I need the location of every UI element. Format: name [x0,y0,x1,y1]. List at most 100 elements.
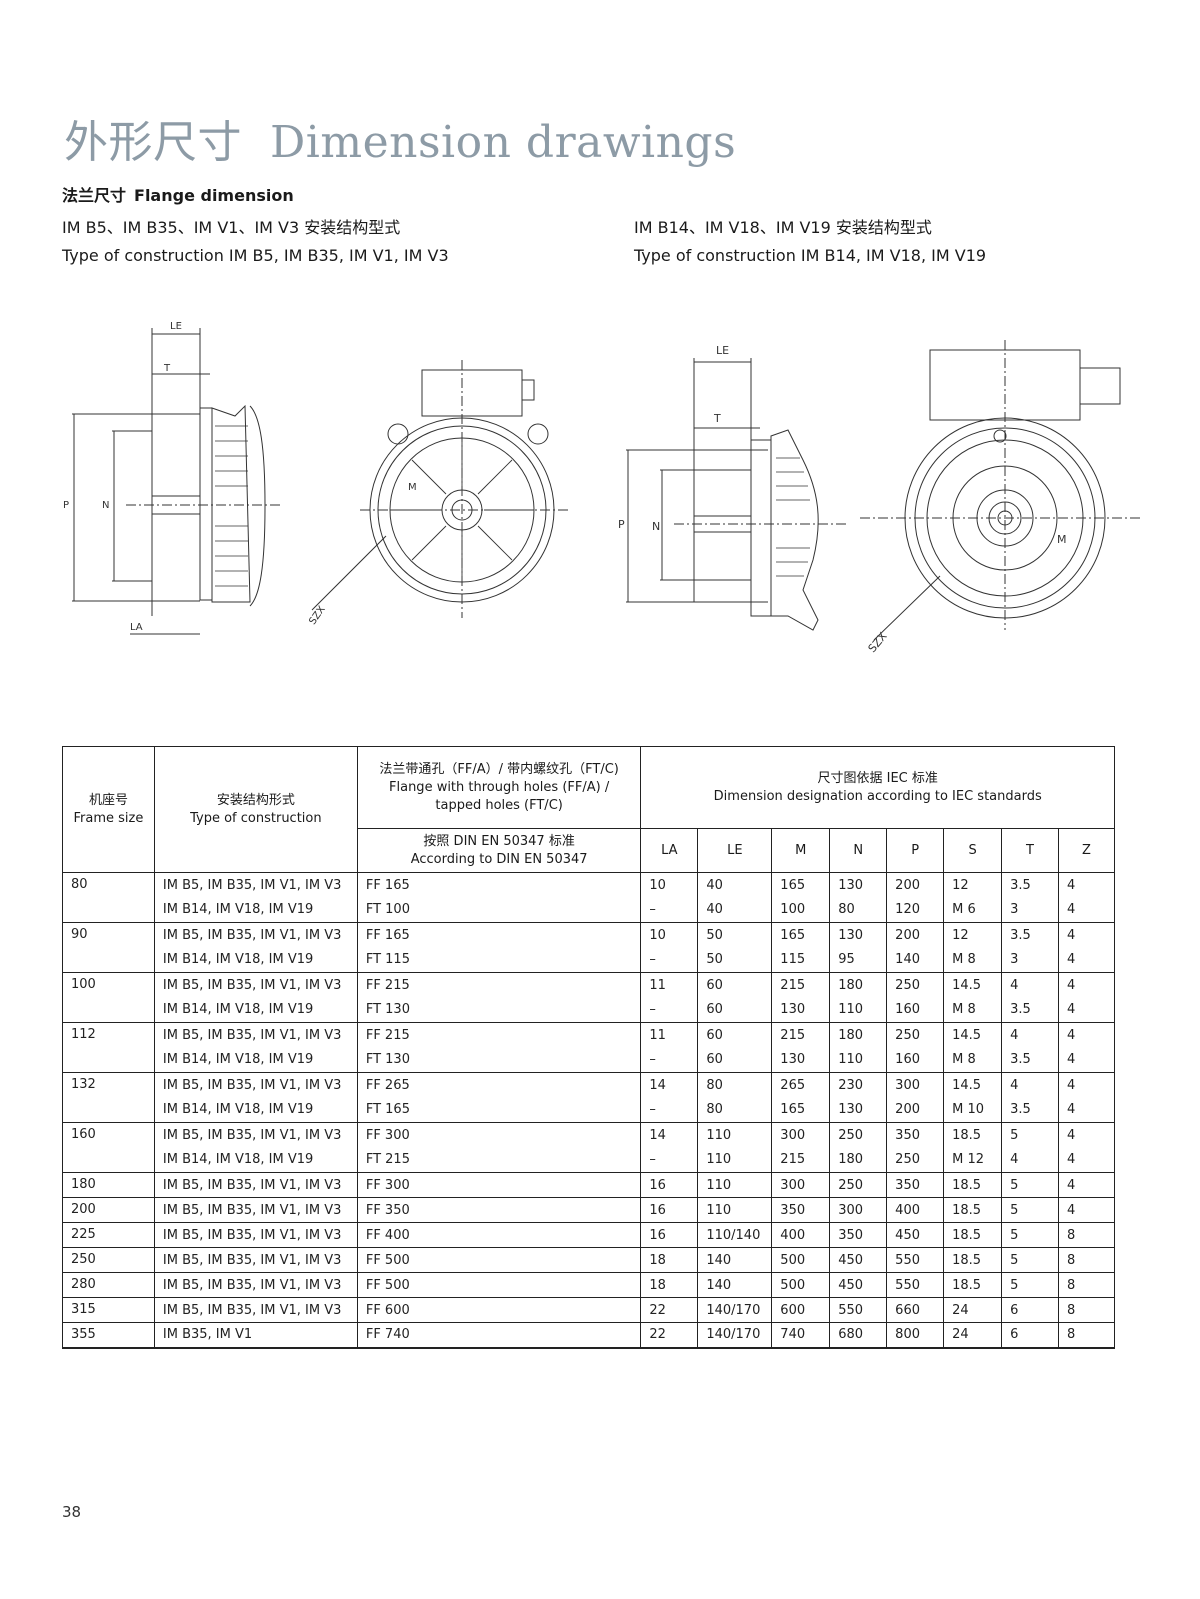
cell-p: 250 [886,1022,945,1048]
cell-m: 740 [771,1322,831,1349]
cell-t: 6 [1001,1322,1059,1349]
cell-n: 80 [829,897,888,923]
cell-flange: FF 215 [356,972,642,998]
cell-z: 4 [1058,997,1115,1023]
cell-t: 3 [1001,897,1059,923]
cell-s: 18.5 [943,1197,1003,1223]
cell-p: 550 [886,1272,945,1298]
cell-n: 680 [829,1322,888,1349]
cell-construction-type: IM B14, IM V18, IM V19 [153,947,358,973]
cell-z: 4 [1058,1197,1115,1223]
cell-le: 80 [697,1072,773,1098]
cell-construction-type: IM B5, IM B35, IM V1, IM V3 [153,872,358,898]
cell-n: 180 [829,1147,888,1173]
header-iec-designation: 尺寸图依据 IEC 标准 Dimension designation accor… [640,746,1115,829]
header-col-m: M [771,828,831,873]
cell-t: 5 [1001,1172,1059,1198]
cell-m: 600 [771,1297,831,1323]
cell-s: 12 [943,922,1003,948]
cell-construction-type: IM B5, IM B35, IM V1, IM V3 [153,1222,358,1248]
cell-le: 80 [697,1097,773,1123]
cell-construction-type: IM B14, IM V18, IM V19 [153,897,358,923]
cell-n: 130 [829,872,888,898]
cell-flange: FF 165 [356,872,642,898]
cell-n: 450 [829,1272,888,1298]
label-la: LA [130,622,143,633]
cell-p: 160 [886,997,945,1023]
cell-construction-type: IM B5, IM B35, IM V1, IM V3 [153,972,358,998]
drawing-b5-front-view: M SZX [300,360,580,650]
cell-p: 550 [886,1247,945,1273]
cell-m: 130 [771,997,831,1023]
cell-m: 215 [771,1147,831,1173]
cell-s: 14.5 [943,972,1003,998]
cell-frame-size: 355 [62,1322,155,1349]
cell-p: 450 [886,1222,945,1248]
cell-construction-type: IM B14, IM V18, IM V19 [153,997,358,1023]
header-col-la: LA [640,828,699,873]
header-col-le: LE [697,828,773,873]
cell-m: 215 [771,972,831,998]
cell-le: 60 [697,997,773,1023]
label-szx: SZX [307,604,328,627]
cell-z: 4 [1058,1072,1115,1098]
label-t: T [713,412,721,425]
cell-le: 40 [697,897,773,923]
cell-t: 3.5 [1001,1047,1059,1073]
cell-t: 5 [1001,1247,1059,1273]
label-n: N [102,500,109,511]
cell-m: 165 [771,872,831,898]
label-p: P [618,518,625,531]
cell-s: 24 [943,1322,1003,1349]
cell-la: 11 [640,972,699,998]
cell-frame-size: 250 [62,1247,155,1273]
cell-t: 3.5 [1001,872,1059,898]
cell-z: 4 [1058,1147,1115,1173]
cell-z: 8 [1058,1222,1115,1248]
cell-construction-type: IM B5, IM B35, IM V1, IM V3 [153,922,358,948]
cell-p: 140 [886,947,945,973]
construction-left-en: Type of construction IM B5, IM B35, IM V… [62,246,449,265]
cell-s: M 12 [943,1147,1003,1173]
cell-p: 400 [886,1197,945,1223]
cell-n: 230 [829,1072,888,1098]
cell-construction-type: IM B5, IM B35, IM V1, IM V3 [153,1022,358,1048]
cell-flange: FF 300 [356,1122,642,1148]
cell-n: 130 [829,922,888,948]
cell-t: 3.5 [1001,997,1059,1023]
cell-frame-size: 80 [62,872,155,923]
cell-m: 130 [771,1047,831,1073]
header-flange: 法兰带通孔（FF/A）/ 带内螺纹孔（FT/C) Flange with thr… [356,746,642,829]
cell-flange: FT 130 [356,1047,642,1073]
cell-z: 4 [1058,1122,1115,1148]
cell-flange: FF 350 [356,1197,642,1223]
label-n: N [652,520,660,533]
cell-s: M 8 [943,1047,1003,1073]
cell-t: 5 [1001,1197,1059,1223]
cell-m: 350 [771,1197,831,1223]
cell-z: 4 [1058,1047,1115,1073]
cell-t: 4 [1001,1022,1059,1048]
cell-flange: FT 165 [356,1097,642,1123]
cell-construction-type: IM B14, IM V18, IM V19 [153,1047,358,1073]
cell-s: 18.5 [943,1272,1003,1298]
cell-la: – [640,1047,699,1073]
drawing-b14-front-view: M SZX [860,340,1140,660]
cell-s: 14.5 [943,1072,1003,1098]
cell-z: 8 [1058,1297,1115,1323]
cell-z: 4 [1058,922,1115,948]
cell-s: M 10 [943,1097,1003,1123]
cell-n: 250 [829,1122,888,1148]
cell-m: 100 [771,897,831,923]
cell-p: 160 [886,1047,945,1073]
cell-z: 4 [1058,872,1115,898]
header-col-z: Z [1058,828,1115,873]
